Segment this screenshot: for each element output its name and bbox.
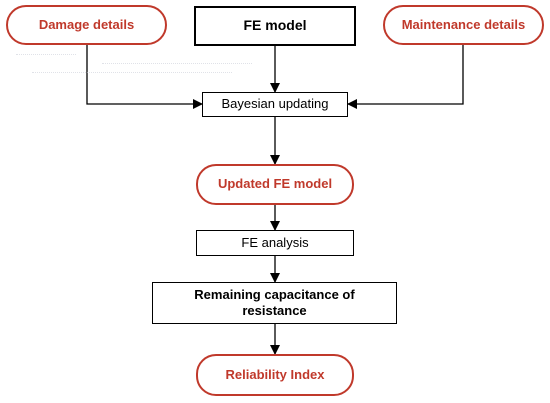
fe-analysis-node: FE analysis bbox=[196, 230, 354, 256]
damage-details-label: Damage details bbox=[38, 16, 135, 32]
arrow-damage-to-bayesian bbox=[86, 45, 203, 109]
bayesian-updating-node: Bayesian updating bbox=[202, 92, 348, 117]
maintenance-details-node: Maintenance details bbox=[383, 5, 544, 45]
reliability-index-label: Reliability Index bbox=[225, 366, 325, 382]
fe-analysis-label: FE analysis bbox=[241, 234, 309, 250]
updated-fe-model-label: Updated FE model bbox=[217, 176, 333, 192]
remaining-capacitance-node: Remaining capacitance of resistance bbox=[152, 282, 397, 324]
bayesian-updating-label: Bayesian updating bbox=[221, 96, 329, 112]
updated-fe-model-node: Updated FE model bbox=[196, 164, 354, 205]
remaining-capacitance-label: Remaining capacitance of resistance bbox=[194, 286, 355, 318]
damage-details-node: Damage details bbox=[6, 5, 167, 45]
maintenance-details-label: Maintenance details bbox=[401, 16, 526, 32]
arrow-maintenance-to-bayesian bbox=[347, 45, 464, 109]
reliability-index-node: Reliability Index bbox=[196, 354, 354, 396]
fe-model-label: FE model bbox=[243, 17, 307, 34]
background-noise bbox=[12, 48, 262, 78]
fe-model-node: FE model bbox=[194, 6, 356, 46]
